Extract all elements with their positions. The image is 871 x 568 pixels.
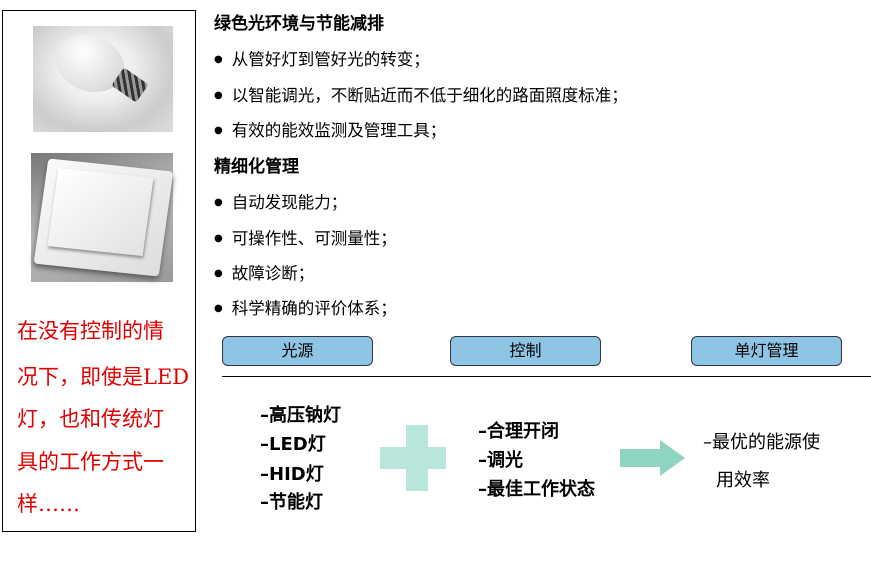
wall-switch-image (31, 153, 174, 282)
bullet-item: 科学精确的评价体系； (214, 295, 397, 319)
result-item: 用效率 (716, 470, 770, 491)
note-line: 况下，即使是LED (17, 365, 190, 389)
result-item: –最优的能源使 (703, 432, 820, 453)
bullet-item: 可操作性、可测量性； (214, 225, 397, 249)
section-heading: 绿色光环境与节能减排 (214, 14, 384, 34)
bullet-item: 有效的能效监测及管理工具； (214, 117, 447, 141)
bullet-item: 自动发现能力； (214, 189, 348, 213)
bullet-item: 故障诊断； (214, 260, 315, 284)
light-bulb-image (33, 25, 173, 132)
category-control: 控制 (450, 336, 601, 366)
light-source-item: –节能灯 (260, 492, 323, 513)
control-item: –最佳工作状态 (478, 479, 595, 500)
light-source-item: –LED灯 (260, 434, 326, 455)
bullet-item: 以智能调光，不断贴近而不低于细化的路面照度标准； (214, 82, 628, 106)
control-item: –合理开闭 (478, 421, 559, 442)
left-panel (2, 10, 196, 532)
category-light-source: 光源 (222, 336, 373, 366)
note-line: 灯，也和传统灯 (17, 407, 164, 431)
light-source-item: –高压钠灯 (260, 405, 341, 426)
category-single-lamp-management: 单灯管理 (691, 336, 842, 366)
light-source-item: –HID灯 (260, 464, 324, 485)
divider (222, 376, 871, 377)
plus-icon (380, 447, 446, 469)
control-item: –调光 (478, 450, 523, 471)
note-line: 具的工作方式一 (17, 450, 164, 474)
bullet-item: 从管好灯到管好光的转变； (214, 46, 430, 70)
section-heading: 精细化管理 (214, 157, 299, 177)
note-line: 样…… (17, 492, 80, 516)
arrow-right-icon (620, 440, 685, 476)
note-line: 在没有控制的情 (17, 319, 164, 343)
